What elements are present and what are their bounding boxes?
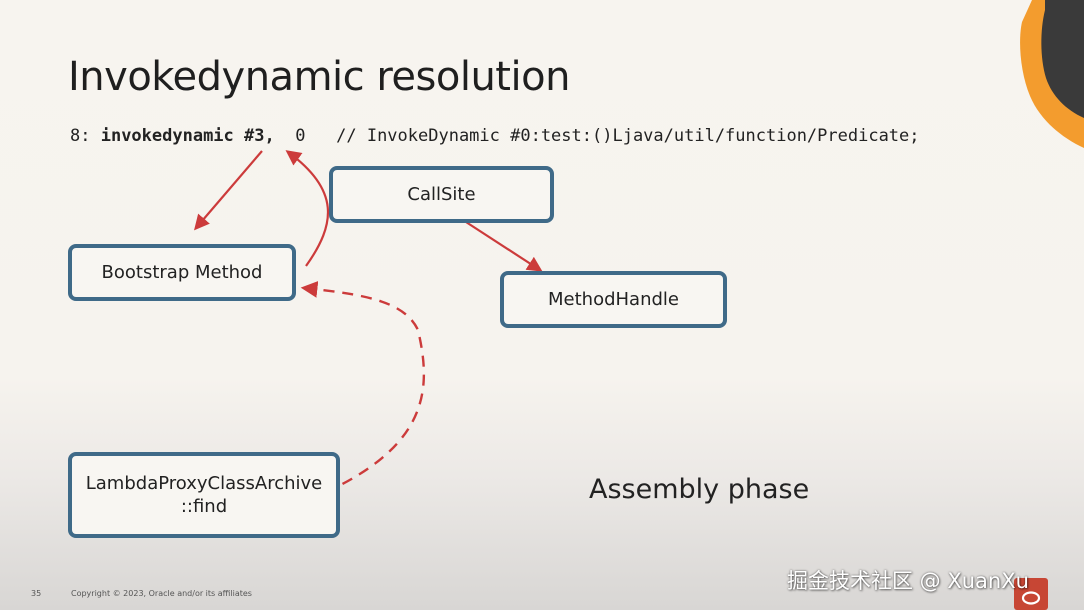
bootstrap-method-box: Bootstrap Method	[68, 244, 296, 301]
lambda-proxy-class-archive-box: LambdaProxyClassArchive ::find	[68, 452, 340, 538]
arrow-bootstrap-to-cp3	[285, 150, 330, 267]
phase-label: Assembly phase	[589, 474, 810, 505]
lambda-proxy-label-line2: ::find	[180, 496, 228, 517]
lambda-proxy-label-line1: LambdaProxyClassArchive	[85, 473, 323, 494]
slide-number: 35	[31, 589, 42, 598]
arrow-callsite-to-methodhandle	[465, 221, 543, 272]
copyright-text: Copyright © 2023, Oracle and/or its affi…	[71, 589, 252, 598]
callsite-box: CallSite	[329, 166, 554, 223]
slide-title: Invokedynamic resolution	[68, 54, 570, 100]
method-handle-box: MethodHandle	[500, 271, 727, 328]
arrow-instruction-to-bootstrap	[193, 150, 263, 231]
bytecode-prefix: 8:	[70, 126, 101, 146]
arrow-lambdaproxy-to-bootstrap	[300, 281, 426, 502]
bytecode-instruction: invokedynamic #3,	[100, 126, 275, 146]
callsite-label: CallSite	[407, 184, 476, 205]
bytecode-comment: 0 // InvokeDynamic #0:test:()Ljava/util/…	[274, 126, 920, 146]
bytecode-line: 8: invokedynamic #3, 0 // InvokeDynamic …	[70, 126, 920, 146]
method-handle-label: MethodHandle	[548, 289, 679, 310]
watermark-text: 掘金技术社区 @ XuanXu	[787, 569, 1029, 593]
bootstrap-method-label: Bootstrap Method	[101, 262, 263, 283]
